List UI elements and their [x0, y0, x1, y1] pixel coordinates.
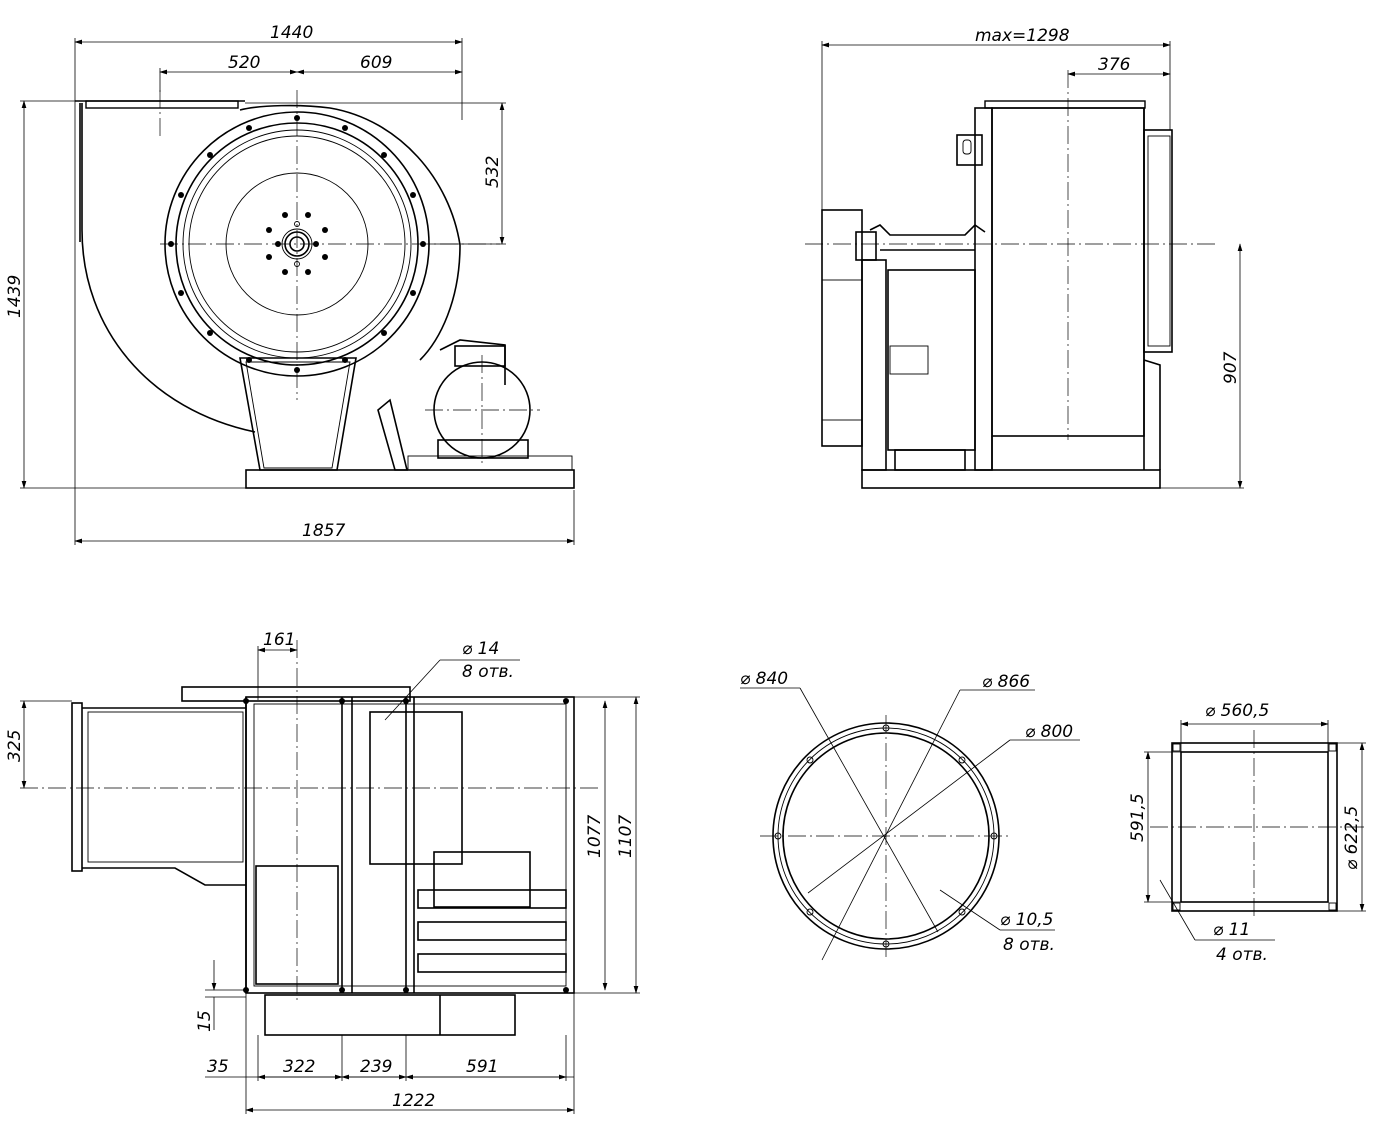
- plan-base: [264, 994, 516, 1036]
- square-bolt-holes: [1172, 743, 1337, 911]
- dim-d560-5: ⌀ 560,5: [1205, 701, 1269, 721]
- dim-d800: ⌀ 800: [1025, 722, 1073, 742]
- dim-1107: 1107: [616, 815, 636, 858]
- round-flange-view: ⌀ 840 ⌀ 866 ⌀ 800 ⌀ 10,5 8 отв.: [740, 669, 1080, 961]
- dim-hole-10-5-count: 8 отв.: [1003, 935, 1055, 955]
- dim-907: 907: [1221, 351, 1241, 384]
- dim-max-1298: max=1298: [975, 26, 1070, 46]
- plan-view: 161 ⌀ 14 8 отв. 325 1077 1107 15 35 322 …: [5, 630, 640, 1114]
- side-base: [861, 469, 1161, 489]
- dim-1440: 1440: [270, 23, 313, 43]
- dim-161: 161: [263, 630, 295, 650]
- dim-591-5: 591,5: [1128, 793, 1148, 842]
- dim-hole-14-count: 8 отв.: [462, 662, 514, 682]
- dim-609: 609: [360, 53, 392, 73]
- dim-591: 591: [466, 1057, 498, 1077]
- dim-325: 325: [5, 730, 25, 762]
- plan-dimensions: 161 ⌀ 14 8 отв. 325 1077 1107 15 35 322 …: [5, 630, 640, 1114]
- support-leg: [239, 357, 357, 471]
- volute-housing: [81, 103, 461, 433]
- dim-d840: ⌀ 840: [740, 669, 788, 689]
- round-flange-dimensions: ⌀ 840 ⌀ 866 ⌀ 800 ⌀ 10,5 8 отв.: [740, 669, 1080, 961]
- dim-15: 15: [195, 1010, 215, 1032]
- plan-bolt-holes: [243, 698, 569, 993]
- dim-1222: 1222: [392, 1091, 435, 1111]
- square-flange-dimensions: ⌀ 560,5 591,5 ⌀ 622,5 ⌀ 11 4 отв.: [1128, 701, 1366, 965]
- motor-foot: [437, 439, 529, 459]
- dim-hole-14: ⌀ 14: [462, 639, 499, 659]
- side-view: max=1298 376 907: [805, 26, 1244, 489]
- dim-1439: 1439: [5, 275, 25, 318]
- side-outlet-flange: [984, 100, 1146, 109]
- square-flange-view: ⌀ 560,5 591,5 ⌀ 622,5 ⌀ 11 4 отв.: [1128, 701, 1366, 965]
- dim-hole-11-count: 4 отв.: [1216, 945, 1268, 965]
- dim-239: 239: [360, 1057, 392, 1077]
- front-dimensions: 1440 520 609 532 1439 1857: [5, 23, 575, 545]
- outlet-flange: [85, 100, 239, 109]
- base-frame: [245, 469, 575, 489]
- side-dimensions: max=1298 376 907: [821, 26, 1244, 489]
- dim-520: 520: [228, 53, 260, 73]
- side-inlet-flange: [1143, 129, 1173, 353]
- dim-1857: 1857: [302, 521, 345, 541]
- dim-hole-11: ⌀ 11: [1213, 920, 1250, 940]
- dim-376: 376: [1098, 55, 1131, 75]
- dim-532: 532: [483, 156, 503, 188]
- dim-35: 35: [207, 1057, 229, 1077]
- dim-d866: ⌀ 866: [982, 672, 1030, 692]
- front-view: 1440 520 609 532 1439 1857: [5, 23, 575, 545]
- plan-motor: [433, 851, 531, 908]
- dim-hole-10-5: ⌀ 10,5: [1000, 910, 1054, 930]
- flange-bolt-holes: [774, 724, 998, 948]
- dim-d622-5: ⌀ 622,5: [1342, 806, 1362, 870]
- plan-frame: [245, 696, 575, 994]
- hub-bolts: [266, 212, 328, 275]
- dim-322: 322: [283, 1057, 315, 1077]
- dim-1077: 1077: [585, 815, 605, 858]
